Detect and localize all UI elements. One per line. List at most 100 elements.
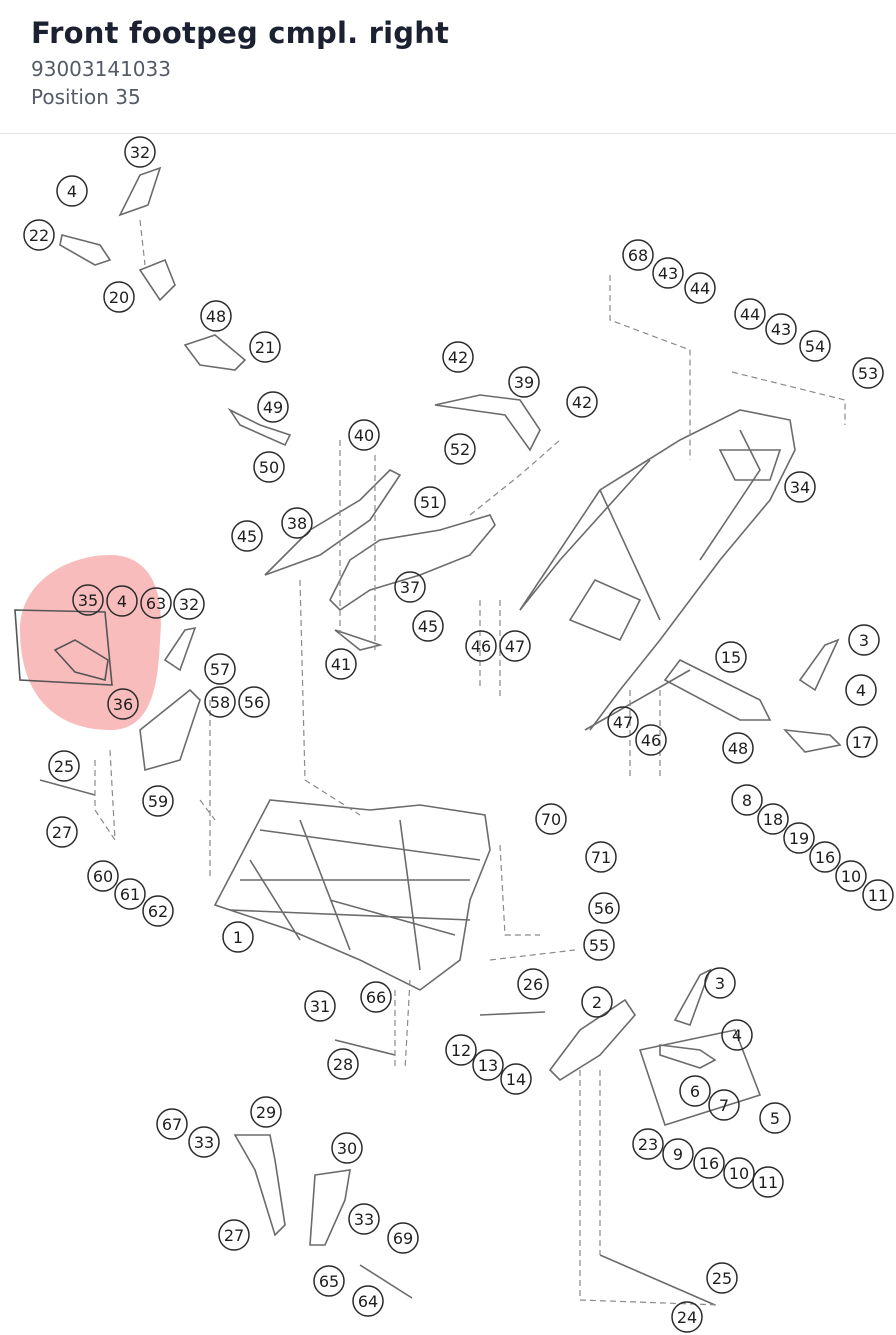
callout-45[interactable]: 45 <box>231 520 263 552</box>
callout-37[interactable]: 37 <box>394 571 426 603</box>
callout-24[interactable]: 24 <box>671 1301 703 1333</box>
callout-40[interactable]: 40 <box>348 419 380 451</box>
callout-67[interactable]: 67 <box>156 1108 188 1140</box>
callout-48[interactable]: 48 <box>722 732 754 764</box>
callout-10[interactable]: 10 <box>723 1157 755 1189</box>
callout-5[interactable]: 5 <box>759 1102 791 1134</box>
callout-17[interactable]: 17 <box>846 726 878 758</box>
callout-8[interactable]: 8 <box>731 784 763 816</box>
callout-28[interactable]: 28 <box>327 1048 359 1080</box>
callout-13[interactable]: 13 <box>472 1049 504 1081</box>
part-title: Front footpeg cmpl. right <box>31 16 450 50</box>
callout-56[interactable]: 56 <box>588 892 620 924</box>
callout-7[interactable]: 7 <box>708 1089 740 1121</box>
callout-circle <box>862 879 894 911</box>
callout-42[interactable]: 42 <box>566 386 598 418</box>
callout-52[interactable]: 52 <box>444 433 476 465</box>
callout-61[interactable]: 61 <box>114 878 146 910</box>
callout-50[interactable]: 50 <box>253 451 285 483</box>
callout-27[interactable]: 27 <box>46 816 78 848</box>
callout-label: 21 <box>255 338 275 357</box>
callout-46[interactable]: 46 <box>465 630 497 662</box>
callout-42[interactable]: 42 <box>442 341 474 373</box>
callout-label: 1 <box>233 928 243 947</box>
callout-64[interactable]: 64 <box>352 1285 384 1317</box>
callout-label: 40 <box>354 426 374 445</box>
callout-43[interactable]: 43 <box>765 313 797 345</box>
callout-51[interactable]: 51 <box>414 486 446 518</box>
callout-43[interactable]: 43 <box>652 257 684 289</box>
callout-circle <box>23 219 55 251</box>
exploded-parts-diagram[interactable]: 3242220482149506843444443545342394240525… <box>0 135 896 1335</box>
callout-14[interactable]: 14 <box>500 1063 532 1095</box>
callout-29[interactable]: 29 <box>250 1096 282 1128</box>
callout-55[interactable]: 55 <box>583 929 615 961</box>
callout-label: 14 <box>506 1070 526 1089</box>
callout-4[interactable]: 4 <box>721 1019 753 1051</box>
callout-56[interactable]: 56 <box>238 686 270 718</box>
callout-32[interactable]: 32 <box>124 136 156 168</box>
callout-65[interactable]: 65 <box>313 1265 345 1297</box>
callout-63[interactable]: 63 <box>140 587 172 619</box>
callout-35[interactable]: 35 <box>72 584 104 616</box>
callout-32[interactable]: 32 <box>173 588 205 620</box>
callout-layer[interactable]: 3242220482149506843444443545342394240525… <box>23 136 894 1333</box>
callout-6[interactable]: 6 <box>679 1075 711 1107</box>
callout-58[interactable]: 58 <box>204 686 236 718</box>
callout-4[interactable]: 4 <box>106 585 138 617</box>
callout-60[interactable]: 60 <box>87 860 119 892</box>
callout-11[interactable]: 11 <box>862 879 894 911</box>
callout-48[interactable]: 48 <box>200 300 232 332</box>
callout-3[interactable]: 3 <box>848 624 880 656</box>
callout-4[interactable]: 4 <box>845 674 877 706</box>
callout-54[interactable]: 54 <box>799 330 831 362</box>
callout-23[interactable]: 23 <box>632 1128 664 1160</box>
callout-25[interactable]: 25 <box>48 750 80 782</box>
callout-69[interactable]: 69 <box>387 1222 419 1254</box>
callout-26[interactable]: 26 <box>517 968 549 1000</box>
callout-circle <box>387 1222 419 1254</box>
callout-19[interactable]: 19 <box>783 822 815 854</box>
callout-44[interactable]: 44 <box>684 272 716 304</box>
callout-9[interactable]: 9 <box>662 1138 694 1170</box>
callout-16[interactable]: 16 <box>809 841 841 873</box>
callout-11[interactable]: 11 <box>752 1166 784 1198</box>
callout-18[interactable]: 18 <box>757 803 789 835</box>
callout-33[interactable]: 33 <box>188 1126 220 1158</box>
callout-34[interactable]: 34 <box>784 471 816 503</box>
callout-31[interactable]: 31 <box>304 990 336 1022</box>
callout-36[interactable]: 36 <box>107 688 139 720</box>
callout-33[interactable]: 33 <box>348 1203 380 1235</box>
callout-45[interactable]: 45 <box>412 610 444 642</box>
callout-30[interactable]: 30 <box>331 1132 363 1164</box>
callout-46[interactable]: 46 <box>635 724 667 756</box>
callout-20[interactable]: 20 <box>103 281 135 313</box>
callout-2[interactable]: 2 <box>581 986 613 1018</box>
callout-38[interactable]: 38 <box>281 507 313 539</box>
callout-44[interactable]: 44 <box>734 298 766 330</box>
callout-53[interactable]: 53 <box>852 357 884 389</box>
callout-39[interactable]: 39 <box>508 366 540 398</box>
callout-62[interactable]: 62 <box>142 895 174 927</box>
callout-68[interactable]: 68 <box>622 239 654 271</box>
callout-57[interactable]: 57 <box>204 653 236 685</box>
callout-59[interactable]: 59 <box>142 785 174 817</box>
callout-71[interactable]: 71 <box>585 841 617 873</box>
callout-27[interactable]: 27 <box>218 1219 250 1251</box>
callout-21[interactable]: 21 <box>249 331 281 363</box>
callout-25[interactable]: 25 <box>706 1262 738 1294</box>
callout-49[interactable]: 49 <box>257 391 289 423</box>
callout-16[interactable]: 16 <box>693 1147 725 1179</box>
callout-10[interactable]: 10 <box>835 860 867 892</box>
callout-4[interactable]: 4 <box>56 175 88 207</box>
callout-47[interactable]: 47 <box>499 630 531 662</box>
callout-22[interactable]: 22 <box>23 219 55 251</box>
callout-1[interactable]: 1 <box>222 921 254 953</box>
callout-15[interactable]: 15 <box>715 641 747 673</box>
callout-66[interactable]: 66 <box>360 981 392 1013</box>
callout-3[interactable]: 3 <box>704 967 736 999</box>
callout-12[interactable]: 12 <box>445 1034 477 1066</box>
callout-70[interactable]: 70 <box>535 803 567 835</box>
callout-47[interactable]: 47 <box>607 706 639 738</box>
callout-41[interactable]: 41 <box>325 648 357 680</box>
